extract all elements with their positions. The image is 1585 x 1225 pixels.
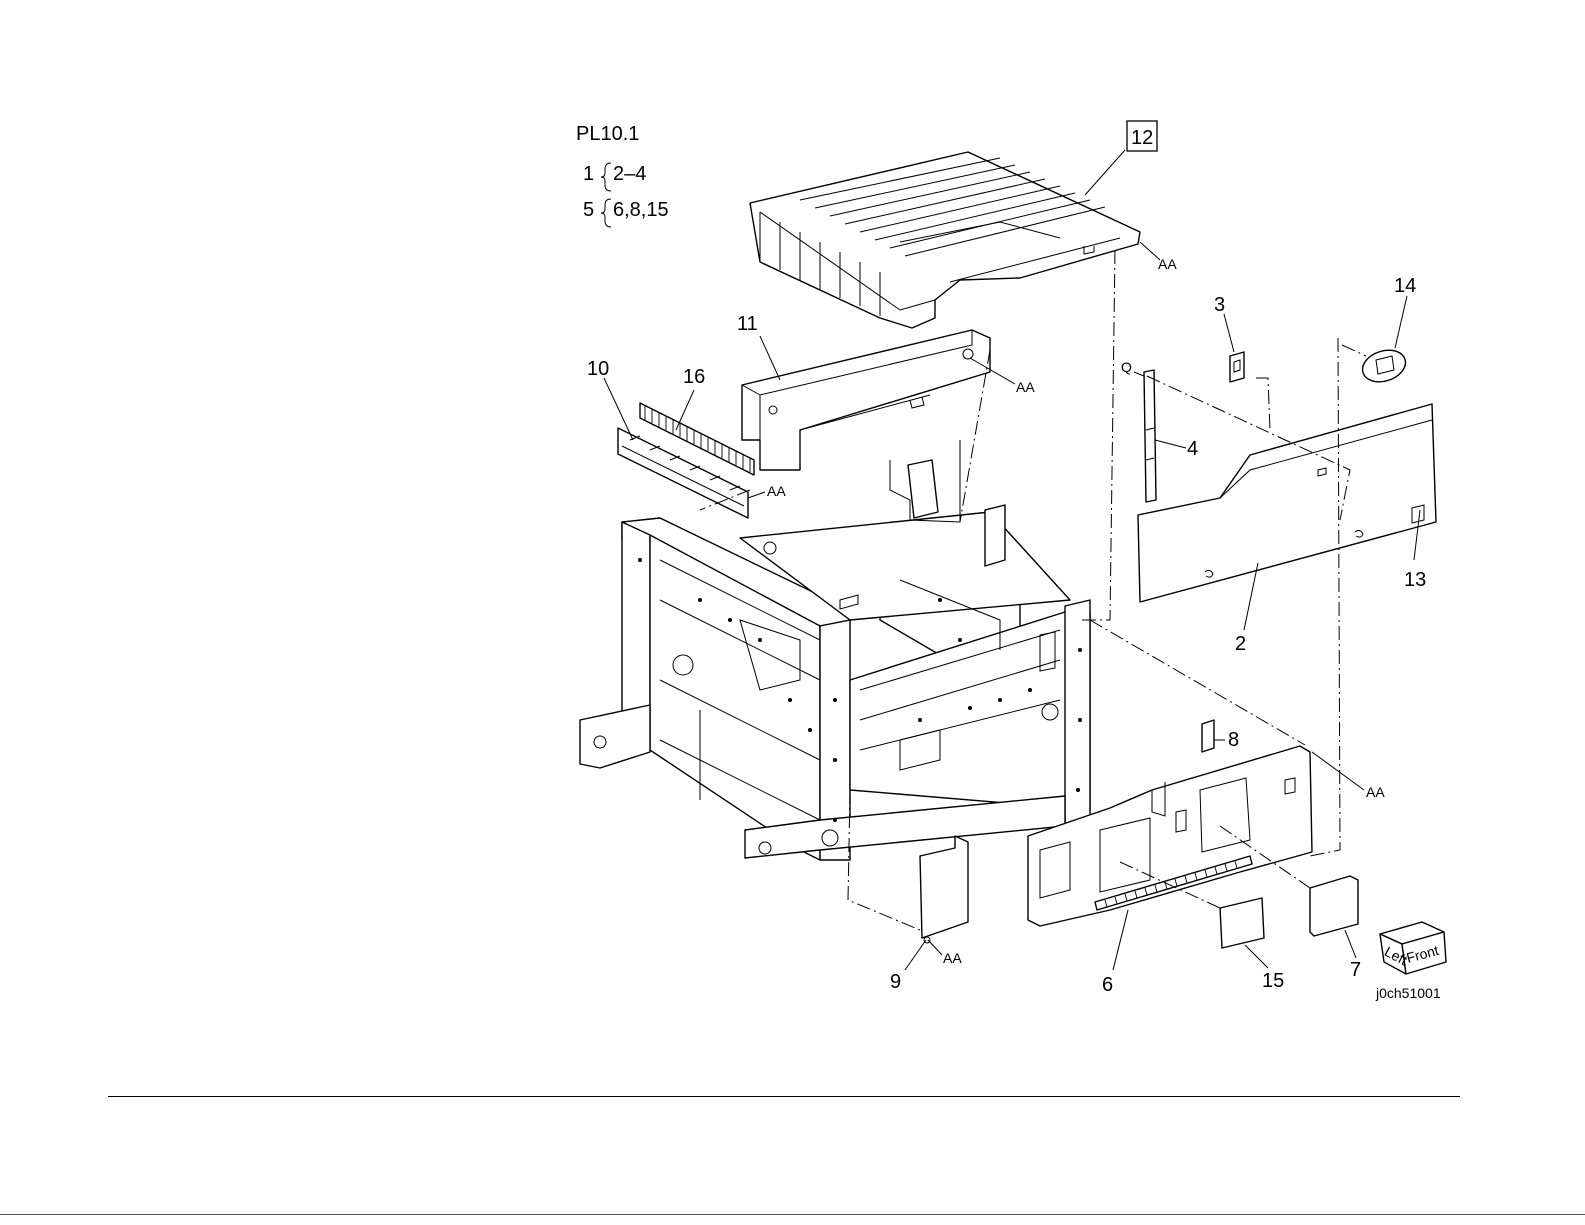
part-10-guide bbox=[618, 428, 748, 518]
orientation-cube: Left Front bbox=[1380, 922, 1446, 974]
part-12-top-cover bbox=[750, 152, 1140, 328]
callout-16: 16 bbox=[683, 366, 705, 388]
callout-9: 9 bbox=[890, 971, 901, 993]
marker-q: Q bbox=[1121, 359, 1132, 375]
callout-6: 6 bbox=[1102, 974, 1113, 996]
main-frame bbox=[580, 440, 1090, 860]
part-11-rear-bracket bbox=[742, 330, 990, 470]
callout-3: 3 bbox=[1214, 294, 1225, 316]
page-bottom-edge bbox=[0, 1214, 1585, 1215]
marker-aa-guide: AA bbox=[767, 483, 786, 499]
figure-id: j0ch51001 bbox=[1375, 985, 1441, 1001]
legend-children-5: 6,8,15 bbox=[613, 199, 669, 221]
marker-aa-bracket: AA bbox=[1016, 379, 1035, 395]
marker-aa-front-cover: AA bbox=[1366, 784, 1385, 800]
callout-15: 15 bbox=[1262, 970, 1284, 992]
callout-10: 10 bbox=[587, 358, 609, 380]
part-7-small-cover bbox=[1310, 876, 1358, 936]
parts-list-legend: PL10.1 1 2–4 5 6,8,15 bbox=[576, 123, 669, 227]
part-9-cover-plate bbox=[920, 836, 968, 943]
callout-12: 12 bbox=[1131, 127, 1153, 149]
legend-parent-1: 1 bbox=[583, 163, 594, 185]
part-8-bracket bbox=[1202, 720, 1214, 752]
part-4-hinge bbox=[1144, 370, 1156, 502]
legend-children-1: 2–4 bbox=[613, 163, 646, 185]
legend-parent-5: 5 bbox=[583, 199, 594, 221]
marker-aa-plate: AA bbox=[943, 950, 962, 966]
marker-aa-top-cover: AA bbox=[1158, 256, 1177, 272]
callout-12-box: 12 bbox=[1127, 121, 1157, 151]
callout-8: 8 bbox=[1228, 729, 1239, 751]
part-3-clip bbox=[1230, 352, 1244, 382]
callout-14: 14 bbox=[1394, 275, 1416, 297]
footer-divider bbox=[108, 1096, 1460, 1097]
callout-7: 7 bbox=[1350, 959, 1361, 981]
callout-11: 11 bbox=[737, 313, 758, 335]
part-2-side-cover bbox=[1138, 404, 1436, 602]
legend-brace-2 bbox=[601, 199, 611, 227]
callout-4: 4 bbox=[1187, 438, 1198, 460]
part-14-badge bbox=[1358, 345, 1409, 387]
callout-2: 2 bbox=[1235, 633, 1246, 655]
callout-13: 13 bbox=[1404, 569, 1426, 591]
legend-brace-1 bbox=[601, 163, 611, 191]
parts-list-title: PL10.1 bbox=[576, 123, 639, 145]
part-15-label bbox=[1220, 898, 1264, 948]
